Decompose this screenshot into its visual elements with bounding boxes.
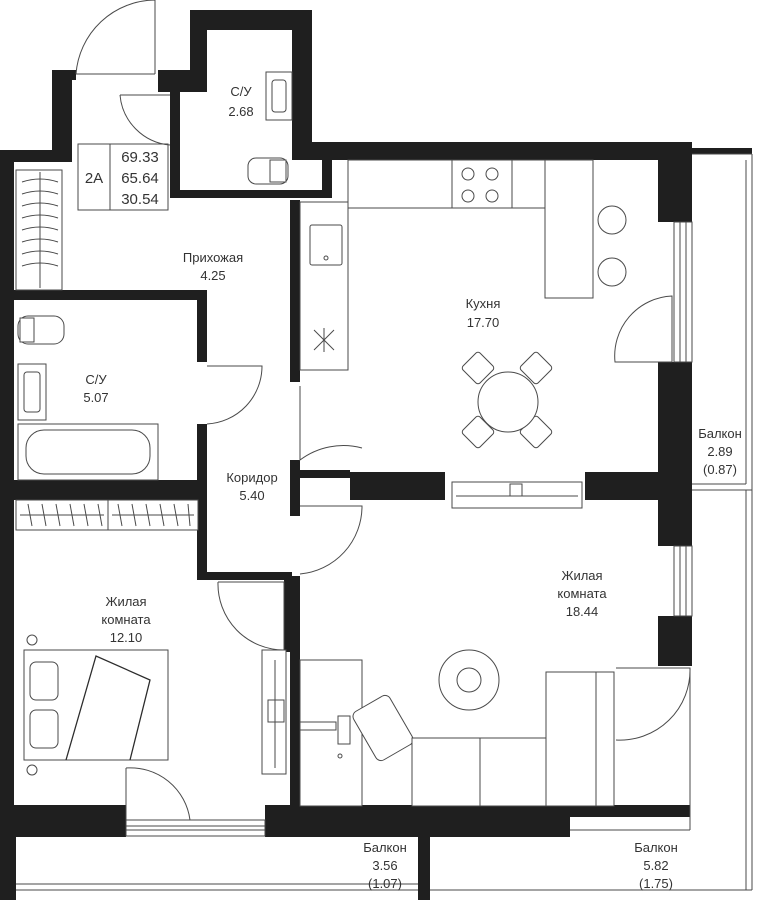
apartment-type: 2А — [85, 170, 103, 187]
room-corridor-name: Коридор — [226, 470, 277, 485]
sofa — [411, 671, 615, 807]
wardrobe-bedroom — [15, 499, 199, 531]
room-hall-name: Прихожая — [183, 250, 243, 265]
room-hall-area: 4.25 — [200, 268, 225, 283]
balcony-outlines — [16, 153, 753, 891]
area-total: 69.33 — [121, 149, 159, 166]
toilet-upper — [247, 157, 289, 185]
kitchen-counter — [299, 159, 594, 371]
doors — [75, 0, 691, 821]
sink-lower — [17, 363, 47, 421]
round-rug — [438, 649, 500, 711]
walls — [0, 10, 752, 900]
room-living-name-1: Жилая — [561, 568, 602, 583]
balcony-bottom-right-reduced: (1.75) — [639, 876, 673, 891]
room-corridor-area: 5.40 — [239, 488, 264, 503]
area-no-balcony: 65.64 — [121, 170, 159, 187]
bar-stools — [597, 205, 627, 287]
dining-set — [461, 351, 553, 449]
wardrobe-hall — [15, 169, 63, 291]
tv-stand-bedroom — [261, 649, 287, 775]
room-labels: С/У 2.68 Прихожая 4.25 Кухня 17.70 С/У 5… — [83, 84, 741, 891]
room-bath-upper-area: 2.68 — [228, 104, 253, 119]
toilet-lower — [17, 315, 65, 345]
desk — [299, 659, 414, 807]
room-bedroom-name-2: комната — [101, 612, 151, 627]
balcony-bottom-right-area: 5.82 — [643, 858, 668, 873]
balcony-right-reduced: (0.87) — [703, 462, 737, 477]
balcony-right-area: 2.89 — [707, 444, 732, 459]
room-kitchen-area: 17.70 — [467, 315, 500, 330]
balcony-right-name: Балкон — [698, 426, 742, 441]
room-living-area: 18.44 — [566, 604, 599, 619]
bed — [23, 634, 169, 776]
area-living: 30.54 — [121, 191, 159, 208]
balcony-bottom-left-reduced: (1.07) — [368, 876, 402, 891]
room-bedroom-name-1: Жилая — [105, 594, 146, 609]
room-bath-lower-name: С/У — [85, 372, 107, 387]
sink-upper — [265, 71, 293, 121]
room-living-name-2: комната — [557, 586, 607, 601]
apartment-spec: 2А 69.33 65.64 30.54 — [77, 143, 169, 211]
balcony-bottom-left-area: 3.56 — [372, 858, 397, 873]
windows — [125, 221, 693, 837]
balcony-bottom-left-name: Балкон — [363, 840, 407, 855]
furniture — [15, 71, 627, 807]
bathtub — [17, 423, 159, 481]
room-bedroom-area: 12.10 — [110, 630, 143, 645]
room-bath-upper-name: С/У — [230, 84, 252, 99]
balcony-bottom-right-name: Балкон — [634, 840, 678, 855]
room-bath-lower-area: 5.07 — [83, 390, 108, 405]
room-kitchen-name: Кухня — [466, 296, 501, 311]
